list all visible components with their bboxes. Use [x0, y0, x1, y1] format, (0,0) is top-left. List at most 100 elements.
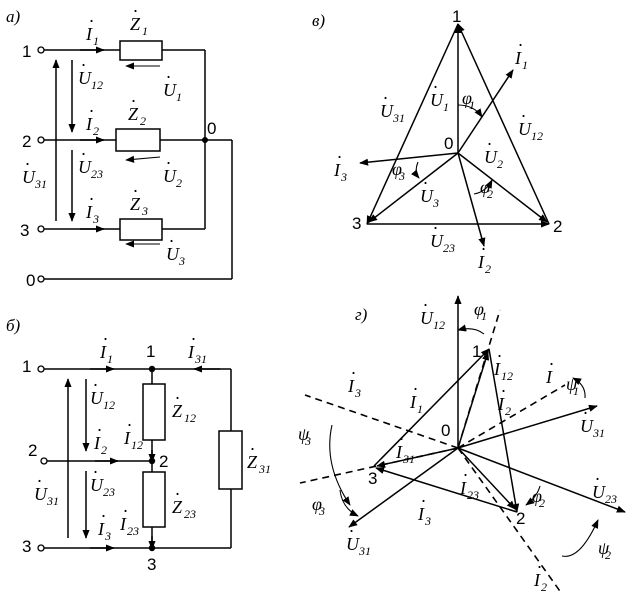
label-g-I2b: I·2	[533, 557, 547, 594]
label-a-I3-symbol: I	[85, 202, 93, 222]
label-g-psi1: ψ1	[566, 374, 579, 398]
label-v-U2-symbol: U	[484, 147, 498, 167]
label-g-I31-symbol: I	[395, 442, 403, 462]
panel-a-star-circuit: а)	[6, 7, 233, 283]
label-v-phi1-subscript: 1	[469, 98, 475, 112]
label-g-psi2-subscript: 2	[605, 548, 611, 562]
label-b-I31: I·31	[187, 329, 207, 366]
label-v-I1-dot: ·	[518, 35, 523, 55]
label-a-node-2-symbol: 2	[22, 132, 31, 151]
label-v-U23: U·23	[430, 218, 455, 255]
label-g-U23-dot: ·	[595, 469, 600, 489]
label-g-I23: I·23	[459, 465, 479, 502]
label-v-U1-symbol: U	[430, 90, 444, 110]
label-b-I1: I·1	[99, 329, 113, 366]
label-a-U2-symbol: U	[163, 166, 177, 186]
label-g-phi1-subscript: 1	[481, 309, 487, 323]
label-g-I31-dot: ·	[399, 429, 404, 449]
label-v-node-0: 0	[444, 134, 453, 153]
label-g-I2b-subscript: 2	[541, 580, 547, 594]
label-g-psi2-symbol: ψ	[598, 538, 610, 558]
u31-line	[366, 23, 459, 225]
label-b-U31: U·31	[34, 471, 59, 508]
label-g-psi1-symbol: ψ	[566, 374, 578, 394]
label-b-I23-dot: ·	[123, 501, 128, 521]
label-b-U12-dot: ·	[93, 375, 98, 395]
label-g-I1: I·1	[409, 379, 423, 416]
label-v-node-1: 1	[452, 7, 461, 26]
label-b-I1-subscript: 1	[107, 352, 113, 366]
label-g-U31-subscript: 31	[592, 426, 605, 440]
label-g-I12-symbol: I	[493, 359, 501, 379]
label-a-I3-subscript: 3	[92, 212, 99, 226]
label-a-node-star0: 0	[207, 119, 216, 138]
label-g-U31b-dot: ·	[349, 521, 354, 541]
label-b-U31-symbol: U	[34, 484, 48, 504]
label-a-Z1-symbol: Z	[130, 14, 141, 34]
label-g-psi3: ψ3	[298, 424, 311, 448]
label-g-U31-symbol: U	[580, 416, 594, 436]
label-b-I2-dot: ·	[97, 420, 102, 440]
label-a-Z3: Z·3	[130, 181, 148, 218]
label-b-I12-subscript: 12	[131, 438, 143, 452]
label-g-I23-symbol: I	[459, 478, 467, 498]
label-g-I1-dot: ·	[413, 379, 418, 399]
label-a-node-2: 2	[22, 132, 31, 151]
label-v-U31-symbol: U	[380, 101, 394, 121]
label-a-node-3-symbol: 3	[20, 221, 29, 240]
label-b-I23: I·23	[119, 501, 139, 538]
panel-b-delta-circuit: б)	[6, 316, 243, 552]
label-g-phi1: φ1	[474, 299, 487, 323]
label-g-I2b-dot: ·	[537, 557, 542, 577]
label-v-phi3-subscript: 3	[398, 169, 405, 183]
label-b-I3: I·3	[97, 506, 111, 543]
label-v-I3-dot: ·	[337, 147, 342, 167]
label-v-U23-symbol: U	[430, 231, 444, 251]
label-b-Z12-dot: ·	[175, 388, 180, 408]
label-v-phi1: φ1	[462, 88, 475, 112]
label-v-I1-subscript: 1	[522, 58, 528, 72]
label-v-I2-symbol: I	[477, 252, 485, 272]
label-b-mid-2: 2	[159, 452, 168, 471]
z23-resistor	[142, 471, 166, 528]
label-g-U23-symbol: U	[592, 482, 606, 502]
label-g-I3-subscript: 3	[354, 386, 361, 400]
label-a-U3-subscript: 3	[178, 254, 185, 268]
label-b-U23-subscript: 23	[103, 485, 115, 499]
label-a-node-1: 1	[22, 42, 31, 61]
label-v-phi2-symbol: φ	[480, 177, 490, 197]
label-b-bot-3-symbol: 3	[147, 555, 156, 574]
label-g-I3b-subscript: 3	[424, 514, 431, 528]
panel-g-delta-phasors: г)	[299, 295, 626, 595]
label-b-U31-subscript: 31	[46, 494, 59, 508]
label-a-I3: I·3	[85, 189, 99, 226]
label-g-phi3: φ3	[312, 494, 325, 518]
label-a-U31-symbol: U	[22, 167, 36, 187]
label-b-U23-dot: ·	[93, 462, 98, 482]
label-v-node-2-symbol: 2	[553, 217, 562, 236]
label-b-I12-symbol: I	[123, 428, 131, 448]
label-a-node-0: 0	[26, 271, 35, 290]
label-a-U23: U·23	[78, 144, 103, 181]
label-b-node-3: 3	[22, 537, 31, 556]
label-g-Ipsi: I·	[545, 354, 554, 387]
label-a-U23-symbol: U	[78, 157, 92, 177]
label-b-top-1-symbol: 1	[146, 342, 155, 361]
u12-line	[457, 23, 550, 225]
label-a-I1-symbol: I	[85, 24, 93, 44]
label-b-U12-subscript: 12	[103, 398, 115, 412]
label-a-Z1: Z·1	[130, 1, 148, 38]
label-g-U12-symbol: U	[420, 308, 434, 328]
label-g-phi3-symbol: φ	[312, 494, 322, 514]
label-a-U23-dot: ·	[81, 144, 86, 164]
label-g-I31: I· 31	[395, 429, 415, 466]
label-a-U2-dot: ·	[166, 153, 171, 173]
label-g-I31-subscript: 31	[402, 452, 415, 466]
label-v-node-3-symbol: 3	[352, 214, 361, 233]
label-b-node-2: 2	[28, 441, 37, 460]
label-a-U12-dot: ·	[81, 55, 86, 75]
label-g-I3b-symbol: I	[417, 504, 425, 524]
label-a-Z2: Z·2	[128, 91, 146, 128]
panel-v-star-phasors: в)	[312, 11, 550, 247]
label-g-U31: U·31	[580, 403, 605, 440]
